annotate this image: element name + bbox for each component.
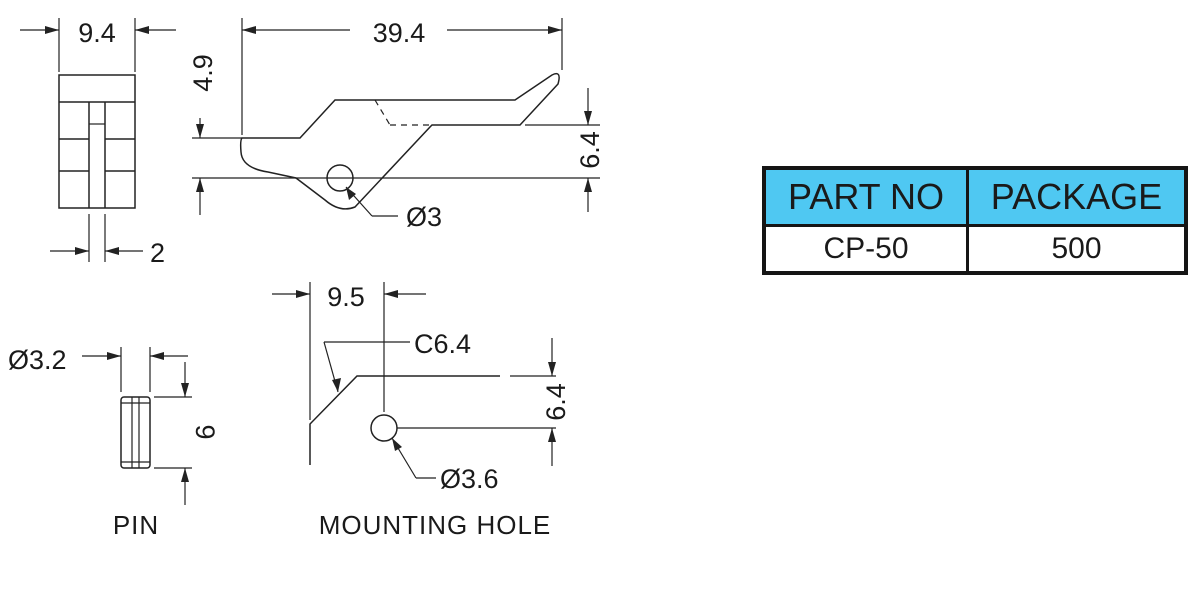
dim-height-right: 6.4 bbox=[575, 131, 605, 169]
front-view bbox=[20, 18, 176, 262]
dim-height-upper: 4.9 bbox=[188, 54, 218, 92]
dim-mount-hole-diameter: Ø3.6 bbox=[440, 464, 499, 494]
side-view bbox=[192, 18, 600, 217]
dim-hole-diameter: Ø3 bbox=[406, 202, 442, 232]
dim-slot-width: 2 bbox=[150, 238, 165, 268]
dim-length: 39.4 bbox=[373, 18, 426, 48]
dim-mount-height: 6.4 bbox=[541, 383, 571, 421]
dim-pin-diameter: Ø3.2 bbox=[8, 345, 67, 375]
caption-mounting-hole: MOUNTING HOLE bbox=[319, 510, 552, 540]
dim-mount-offset: 9.5 bbox=[327, 282, 365, 312]
header-package: PACKAGE bbox=[966, 166, 1188, 227]
dim-pin-length: 9 bbox=[190, 424, 220, 439]
cell-package: 500 bbox=[966, 224, 1188, 275]
caption-pin: PIN bbox=[113, 510, 159, 540]
mounting-hole-view bbox=[272, 282, 556, 479]
spec-table: PART NO PACKAGE CP-50 500 bbox=[762, 166, 1188, 275]
table-row: CP-50 500 bbox=[762, 224, 1188, 275]
cell-part-no: CP-50 bbox=[762, 224, 969, 275]
table-header-row: PART NO PACKAGE bbox=[762, 166, 1188, 227]
header-part-no: PART NO bbox=[762, 166, 969, 227]
dim-mount-chamfer: C6.4 bbox=[414, 329, 471, 359]
pin-view bbox=[82, 347, 192, 505]
dim-top-width: 9.4 bbox=[78, 18, 116, 48]
